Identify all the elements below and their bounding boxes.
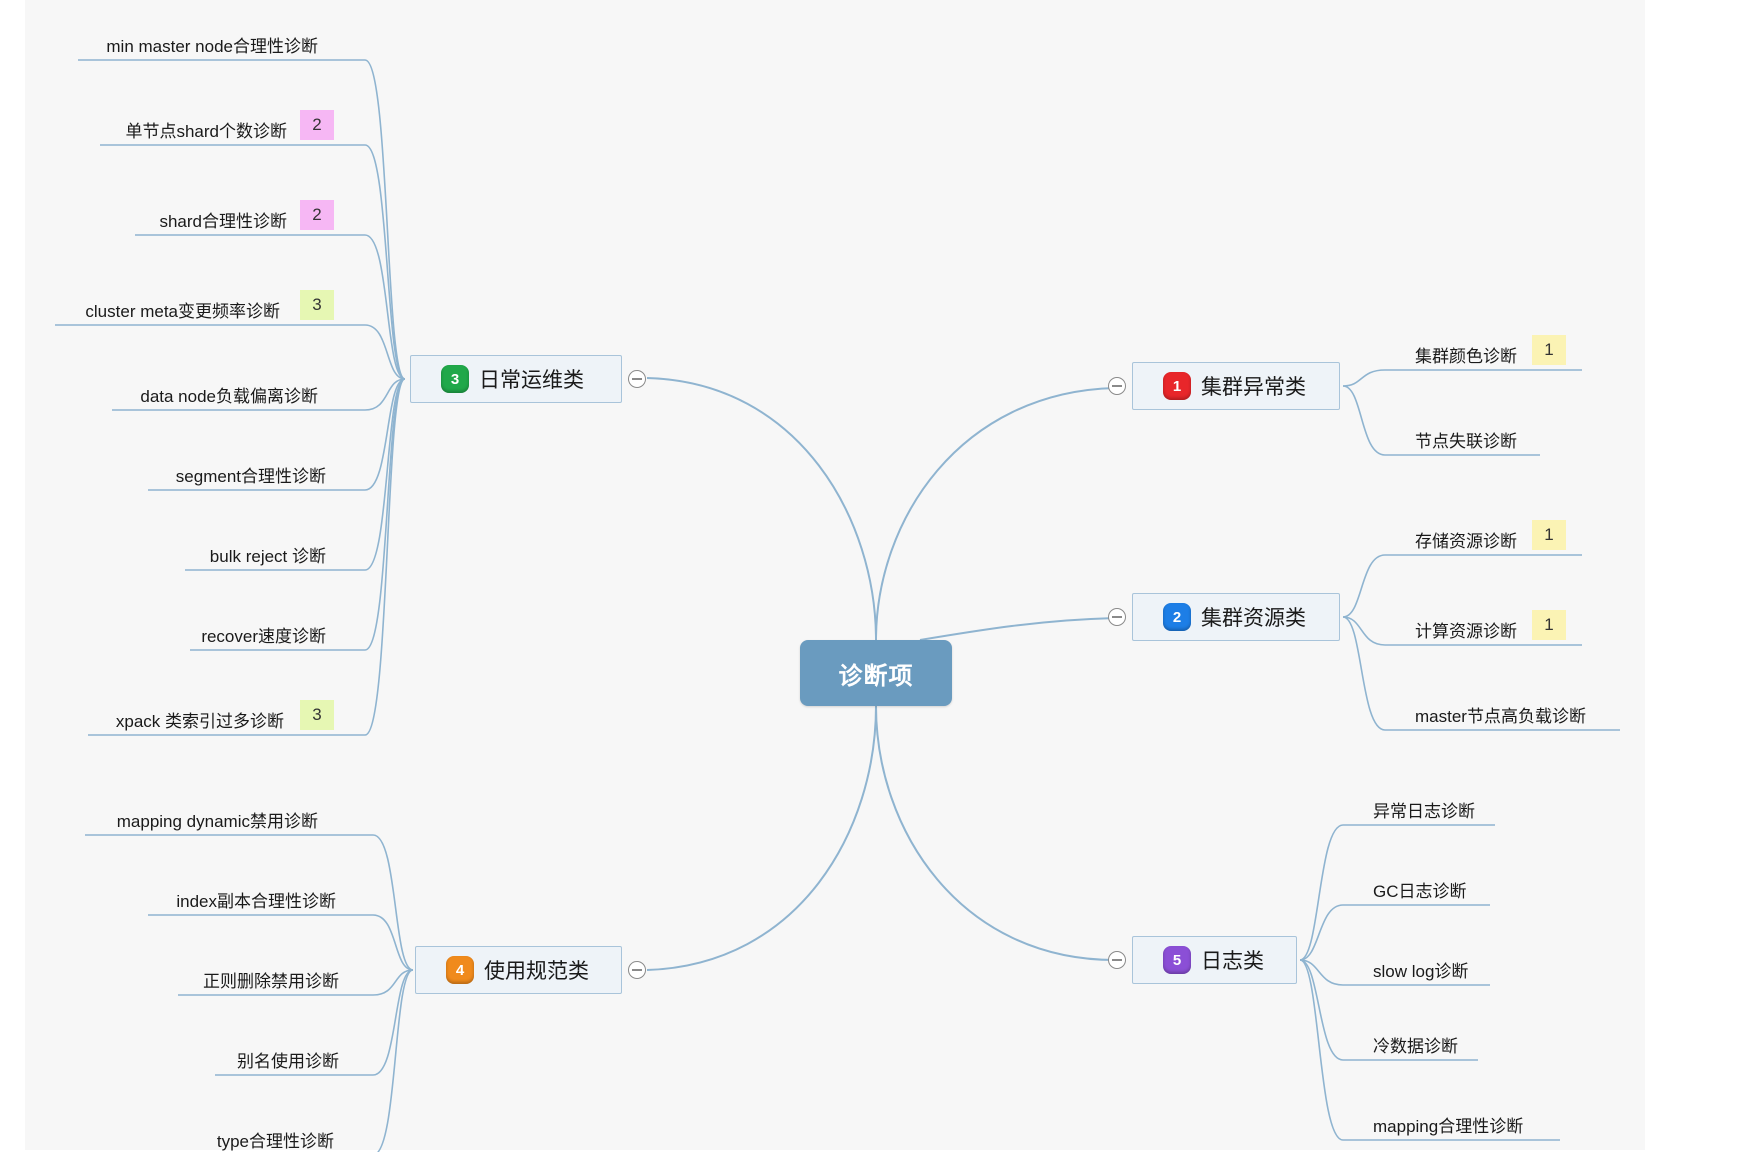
edge-leaf xyxy=(215,969,414,1076)
edge-root-anomaly xyxy=(875,387,1116,641)
leaf-node-label[interactable]: xpack 类索引过多诊断 xyxy=(115,712,284,731)
edge-leaf xyxy=(78,59,406,380)
priority-marker: 1 xyxy=(1532,520,1566,550)
leaf-node-label[interactable]: type合理性诊断 xyxy=(216,1132,334,1151)
leaf-node-label[interactable]: bulk reject 诊断 xyxy=(209,547,326,566)
category-node-usage[interactable]: 4 使用规范类 xyxy=(415,946,622,994)
edge-root-resource xyxy=(919,617,1116,641)
leaf-node-label[interactable]: 冷数据诊断 xyxy=(1373,1037,1458,1056)
edge-leaf xyxy=(1342,616,1582,646)
collapse-toggle-icon[interactable] xyxy=(1108,951,1126,969)
edge-leaf xyxy=(1342,385,1540,456)
edge-leaf xyxy=(1299,959,1478,1061)
leaf-node-label[interactable]: min master node合理性诊断 xyxy=(106,37,318,56)
edge-leaf xyxy=(1299,824,1495,961)
edge-leaf xyxy=(88,378,406,736)
priority-marker: 1 xyxy=(1532,610,1566,640)
leaf-node-label[interactable]: 正则删除禁用诊断 xyxy=(203,972,339,991)
priority-marker: 3 xyxy=(300,290,334,320)
priority-marker: 1 xyxy=(1532,335,1566,365)
collapse-toggle-icon[interactable] xyxy=(1108,608,1126,626)
edge-root-daily xyxy=(646,377,877,641)
edge-leaf xyxy=(1342,616,1620,731)
category-node-daily[interactable]: 3 日常运维类 xyxy=(410,355,622,403)
leaf-node-label[interactable]: 存储资源诊断 xyxy=(1415,532,1517,551)
category-label: 集群异常类 xyxy=(1201,376,1306,399)
leaf-node-label[interactable]: data node负载偏离诊断 xyxy=(140,387,318,406)
leaf-node-label[interactable]: mapping合理性诊断 xyxy=(1373,1117,1524,1136)
edge-leaf xyxy=(1299,904,1490,961)
edge-leaf xyxy=(178,969,414,996)
leaf-node-label[interactable]: 单节点shard个数诊断 xyxy=(125,122,287,141)
leaf-node-label[interactable]: shard合理性诊断 xyxy=(159,212,287,231)
priority-marker: 2 xyxy=(300,110,334,140)
leaf-node-label[interactable]: recover速度诊断 xyxy=(201,627,326,646)
orange-number-badge-icon: 4 xyxy=(446,956,474,984)
leaf-node-label[interactable]: master节点高负载诊断 xyxy=(1415,707,1586,726)
edge-leaf xyxy=(85,834,414,971)
edge-leaf xyxy=(55,324,406,380)
leaf-node-label[interactable]: 异常日志诊断 xyxy=(1373,802,1475,821)
category-label: 日常运维类 xyxy=(479,369,584,392)
category-label: 日志类 xyxy=(1201,950,1264,973)
collapse-toggle-icon[interactable] xyxy=(628,370,646,388)
leaf-node-label[interactable]: cluster meta变更频率诊断 xyxy=(85,302,280,321)
green-number-badge-icon: 3 xyxy=(441,365,469,393)
edge-root-usage xyxy=(646,705,877,971)
priority-marker: 3 xyxy=(300,700,334,730)
leaf-node-label[interactable]: slow log诊断 xyxy=(1373,962,1469,981)
purple-number-badge-icon: 5 xyxy=(1163,946,1191,974)
red-number-badge-icon: 1 xyxy=(1163,372,1191,400)
edge-leaf xyxy=(148,378,406,491)
category-node-resource[interactable]: 2 集群资源类 xyxy=(1132,593,1340,641)
root-node-label: 诊断项 xyxy=(838,662,914,690)
edge-leaf xyxy=(148,914,414,971)
category-node-anomaly[interactable]: 1 集群异常类 xyxy=(1132,362,1340,410)
leaf-node-label[interactable]: index副本合理性诊断 xyxy=(176,892,336,911)
collapse-toggle-icon[interactable] xyxy=(628,961,646,979)
root-node[interactable]: 诊断项 xyxy=(800,640,952,706)
mindmap-canvas xyxy=(25,0,1645,1150)
edge-leaf xyxy=(100,144,406,380)
edge-root-log xyxy=(875,705,1116,961)
blue-number-badge-icon: 2 xyxy=(1163,603,1191,631)
edge-leaf xyxy=(112,378,406,411)
leaf-node-label[interactable]: 别名使用诊断 xyxy=(237,1052,339,1071)
category-label: 使用规范类 xyxy=(484,960,589,983)
edge-leaf xyxy=(1342,369,1582,387)
collapse-toggle-icon[interactable] xyxy=(1108,377,1126,395)
category-node-log[interactable]: 5 日志类 xyxy=(1132,936,1297,984)
edge-leaf xyxy=(135,234,406,380)
edge-leaf xyxy=(190,378,406,651)
leaf-node-label[interactable]: 集群颜色诊断 xyxy=(1415,347,1517,366)
edge-leaf xyxy=(1342,554,1582,618)
leaf-node-label[interactable]: segment合理性诊断 xyxy=(175,467,326,486)
leaf-node-label[interactable]: GC日志诊断 xyxy=(1373,882,1467,901)
category-label: 集群资源类 xyxy=(1201,607,1306,630)
edge-leaf xyxy=(1299,959,1490,986)
leaf-node-label[interactable]: 计算资源诊断 xyxy=(1415,622,1517,641)
leaf-node-label[interactable]: 节点失联诊断 xyxy=(1415,432,1517,451)
priority-marker: 2 xyxy=(300,200,334,230)
edge-leaf xyxy=(1299,959,1560,1141)
leaf-node-label[interactable]: mapping dynamic禁用诊断 xyxy=(116,812,318,831)
edge-leaf xyxy=(185,378,406,571)
